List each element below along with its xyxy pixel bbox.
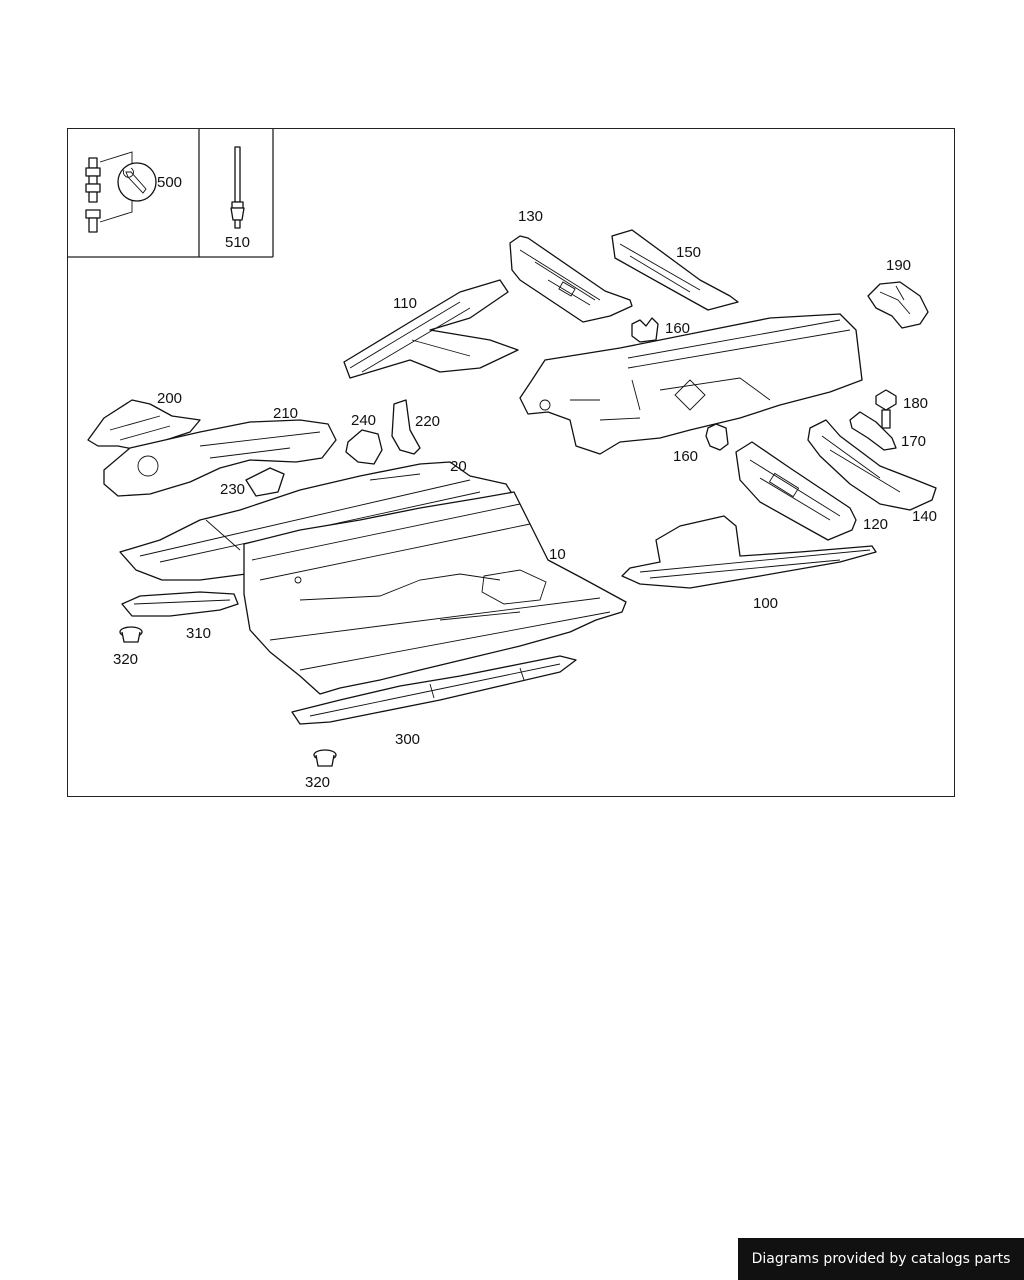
- bolt-180[interactable]: [875, 389, 897, 429]
- part-230[interactable]: [245, 467, 285, 497]
- part-160-lower[interactable]: [705, 423, 729, 451]
- label-230: 230: [220, 481, 245, 498]
- main-floor-10[interactable]: [243, 491, 627, 695]
- plug-320-bottom[interactable]: [313, 749, 337, 767]
- label-120: 120: [863, 516, 888, 533]
- label-170: 170: [901, 433, 926, 450]
- label-110: 110: [393, 295, 417, 312]
- part-200[interactable]: [87, 399, 201, 451]
- label-310: 310: [186, 625, 211, 642]
- callout-labels: 500 510 130 150 190 110 160 200 180 210 …: [113, 174, 937, 791]
- part-140[interactable]: [807, 419, 937, 511]
- part-150[interactable]: [611, 229, 739, 311]
- label-220: 220: [415, 413, 440, 430]
- label-500: 500: [157, 174, 182, 191]
- long-bolt-510[interactable]: [230, 146, 245, 229]
- part-220[interactable]: [391, 399, 421, 455]
- inset-boxes: [67, 128, 274, 258]
- part-160-upper[interactable]: [631, 317, 659, 343]
- attribution-badge: Diagrams provided by catalogs parts: [738, 1238, 1024, 1280]
- wrench-icon: [117, 162, 157, 202]
- label-130: 130: [518, 208, 543, 225]
- label-300: 300: [395, 731, 420, 748]
- label-160-upper: 160: [665, 320, 690, 337]
- part-240[interactable]: [345, 429, 383, 465]
- hardware-set-500[interactable]: [85, 151, 157, 233]
- part-110[interactable]: [343, 279, 519, 379]
- part-190[interactable]: [867, 281, 929, 329]
- label-200: 200: [157, 390, 182, 407]
- label-320-bottom: 320: [305, 774, 330, 791]
- label-510: 510: [225, 234, 250, 251]
- part-170[interactable]: [849, 411, 897, 451]
- label-140: 140: [912, 508, 937, 525]
- label-20: 20: [450, 458, 467, 475]
- label-320-left: 320: [113, 651, 138, 668]
- part-100[interactable]: [621, 515, 877, 589]
- label-160-lower: 160: [673, 448, 698, 465]
- label-180: 180: [903, 395, 928, 412]
- label-210: 210: [273, 405, 298, 422]
- label-150: 150: [676, 244, 701, 261]
- plug-320-left[interactable]: [119, 626, 143, 643]
- part-130[interactable]: [509, 235, 633, 323]
- front-structure-assembly[interactable]: [519, 313, 863, 455]
- label-100: 100: [753, 595, 778, 612]
- label-10: 10: [549, 546, 566, 563]
- part-310[interactable]: [121, 591, 239, 617]
- diagram-frame: [67, 128, 955, 797]
- label-190: 190: [886, 257, 911, 274]
- label-240: 240: [351, 412, 376, 429]
- part-300[interactable]: [291, 655, 577, 725]
- part-120[interactable]: [735, 441, 857, 541]
- part-210[interactable]: [103, 419, 337, 497]
